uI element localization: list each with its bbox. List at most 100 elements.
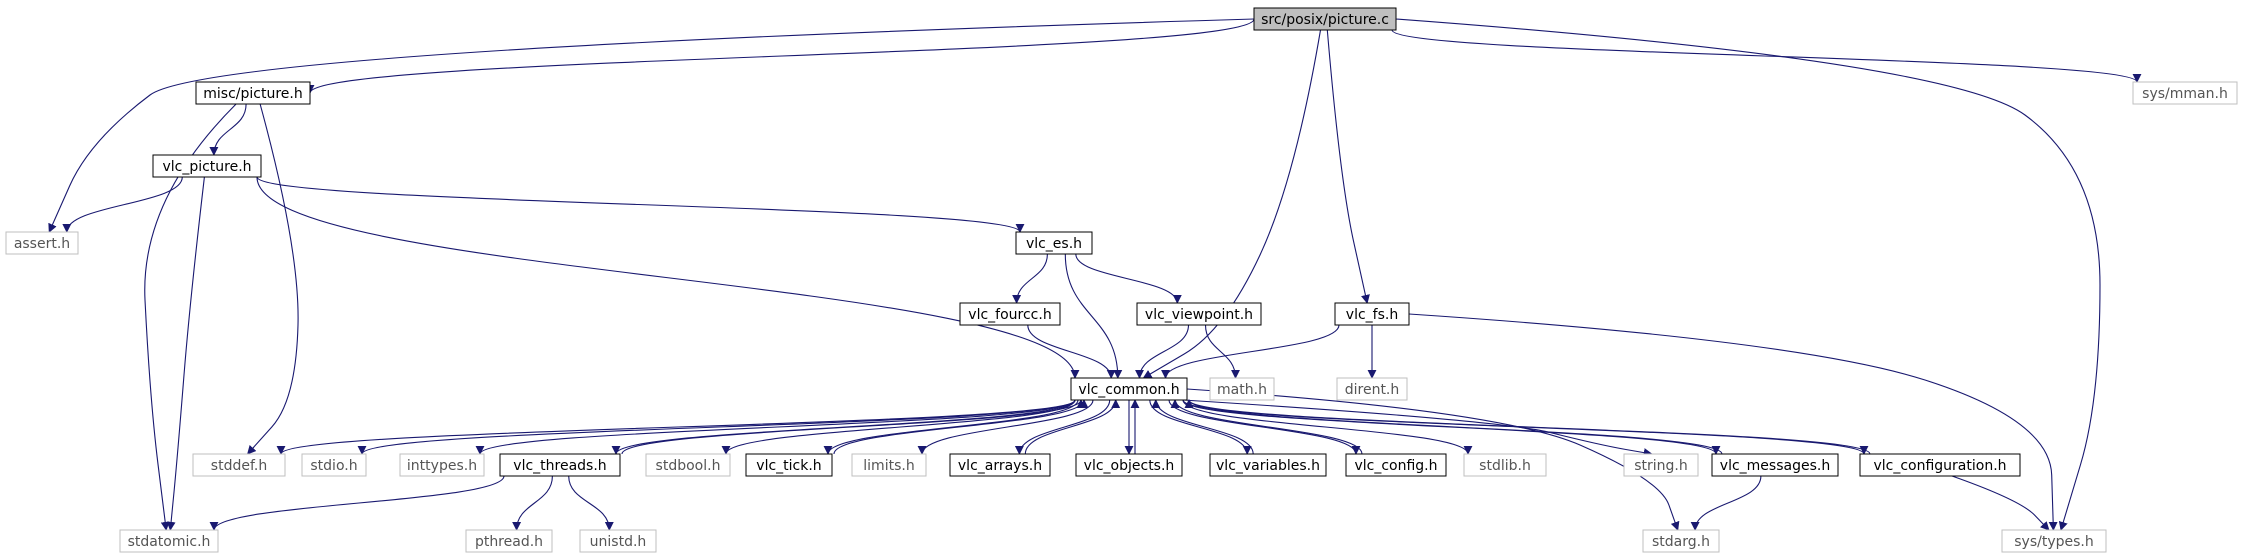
node-label: vlc_picture.h (162, 159, 251, 175)
node-label: vlc_threads.h (513, 458, 606, 474)
node-box (1070, 377, 1188, 401)
node-label: stdarg.h (1652, 534, 1710, 550)
node-vlc-tick[interactable]: vlc_tick.h (745, 453, 833, 477)
edge-vlc_es-to-vlc_common (1064, 253, 1123, 379)
edge-root-to-assert (48, 18, 1255, 233)
node-stdarg: stdarg.h (1642, 529, 1720, 553)
node-label: stdatomic.h (128, 534, 211, 550)
node-vlc-arrays[interactable]: vlc_arrays.h (949, 453, 1051, 477)
node-box (745, 453, 833, 477)
node-label: stdio.h (310, 458, 357, 474)
node-label: sys/mman.h (2142, 86, 2228, 102)
edge-vlc_common-to-vlc_variables (1149, 399, 1252, 455)
edge-vlc_configuration-to-vlc_common (1184, 399, 1871, 455)
node-stdbool: stdbool.h (645, 453, 731, 477)
edge-vlc_threads-to-stdatomic (209, 475, 505, 531)
node-box (579, 529, 657, 553)
node-label: vlc_objects.h (1084, 458, 1175, 474)
node-vlc-es[interactable]: vlc_es.h (1015, 231, 1093, 255)
edge-misc_picture-to-stdatomic (144, 103, 237, 531)
node-misc-picture[interactable]: misc/picture.h (195, 81, 311, 105)
edge-vlc_fs-to-vlc_common (1161, 324, 1340, 379)
node-label: string.h (1634, 458, 1688, 474)
edge-vlc_fs-to-sys_types (1408, 313, 2058, 531)
node-vlc-objects[interactable]: vlc_objects.h (1075, 453, 1183, 477)
node-label: src/posix/picture.c (1261, 12, 1389, 28)
node-box (1463, 453, 1547, 477)
node-box (1136, 302, 1262, 326)
node-vlc-viewpoint[interactable]: vlc_viewpoint.h (1136, 302, 1262, 326)
edge-root-to-vlc_common (1142, 29, 1322, 379)
edge-vlc_es-to-vlc_fourcc (1012, 253, 1048, 304)
node-label: vlc_variables.h (1216, 458, 1320, 474)
node-label: vlc_configuration.h (1873, 458, 2006, 474)
edge-vlc_common-to-stdio (357, 399, 1076, 455)
node-box (465, 529, 553, 553)
edge-vlc_viewpoint-to-vlc_common (1135, 324, 1190, 379)
edge-vlc_threads-to-pthread (512, 475, 553, 531)
node-box (152, 154, 262, 178)
node-vlc-fs[interactable]: vlc_fs.h (1334, 302, 1410, 326)
edge-vlc_viewpoint-to-math (1204, 324, 1240, 379)
edge-vlc_common-to-stdlib (1182, 399, 1473, 455)
node-vlc-threads[interactable]: vlc_threads.h (499, 453, 621, 477)
node-assert: assert.h (5, 231, 79, 255)
node-unistd: unistd.h (579, 529, 657, 553)
node-inttypes: inttypes.h (399, 453, 485, 477)
edge-vlc_common-to-stddef (276, 399, 1076, 455)
node-label: vlc_common.h (1078, 382, 1179, 398)
node-box (399, 453, 485, 477)
edge-vlc_config-to-vlc_common (1170, 399, 1363, 455)
node-box (1623, 453, 1699, 477)
node-stddef: stddef.h (192, 453, 286, 477)
node-sys-types: sys/types.h (2001, 529, 2107, 553)
node-box (2001, 529, 2107, 553)
node-label: limits.h (863, 458, 914, 474)
node-box (851, 453, 927, 477)
node-label: math.h (1217, 382, 1267, 398)
edge-vlc_fourcc-to-vlc_common (1027, 324, 1116, 379)
edge-vlc_common-to-vlc_tick (823, 399, 1079, 455)
node-label: vlc_tick.h (756, 458, 821, 474)
edge-vlc_common-to-vlc_arrays (1014, 399, 1111, 455)
node-box (1253, 7, 1397, 31)
edge-root-to-sys_types (1395, 18, 2101, 531)
node-vlc-picture[interactable]: vlc_picture.h (152, 154, 262, 178)
edge-root-to-vlc_fs (1326, 29, 1370, 304)
node-box (1209, 377, 1275, 401)
node-vlc-common[interactable]: vlc_common.h (1070, 377, 1188, 401)
node-label: sys/types.h (2014, 534, 2093, 550)
node-vlc-config[interactable]: vlc_config.h (1345, 453, 1447, 477)
node-label: vlc_viewpoint.h (1145, 307, 1253, 323)
node-math: math.h (1209, 377, 1275, 401)
node-sys-mman: sys/mman.h (2132, 81, 2238, 105)
edge-vlc_threads-to-vlc_common (621, 399, 1086, 455)
node-label: stdlib.h (1479, 458, 1531, 474)
node-box (959, 302, 1061, 326)
node-label: vlc_arrays.h (958, 458, 1042, 474)
node-box (195, 81, 311, 105)
node-root[interactable]: src/posix/picture.c (1253, 7, 1397, 31)
edge-vlc_common-to-vlc_config (1168, 399, 1361, 455)
edge-misc_picture-to-stddef (246, 103, 299, 455)
node-stdatomic: stdatomic.h (119, 529, 219, 553)
edge-root-to-misc_picture (305, 18, 1255, 94)
node-label: unistd.h (590, 534, 647, 550)
node-box (499, 453, 621, 477)
node-label: pthread.h (475, 534, 543, 550)
node-stdio: stdio.h (301, 453, 367, 477)
edge-vlc_tick-to-vlc_common (833, 399, 1089, 455)
node-box (1711, 453, 1839, 477)
node-box (1334, 302, 1410, 326)
node-box (1015, 231, 1093, 255)
edge-vlc_picture-to-vlc_es (256, 176, 1025, 233)
edge-vlc_picture-to-vlc_common (256, 176, 1080, 379)
node-label: stdbool.h (656, 458, 721, 474)
nodes-layer: src/posix/picture.c misc/picture.h vlc_pic… (5, 7, 2238, 553)
node-vlc-fourcc[interactable]: vlc_fourcc.h (959, 302, 1061, 326)
node-vlc-variables[interactable]: vlc_variables.h (1209, 453, 1327, 477)
node-box (949, 453, 1051, 477)
node-vlc-messages[interactable]: vlc_messages.h (1711, 453, 1839, 477)
node-vlc-configuration[interactable]: vlc_configuration.h (1859, 453, 2021, 477)
